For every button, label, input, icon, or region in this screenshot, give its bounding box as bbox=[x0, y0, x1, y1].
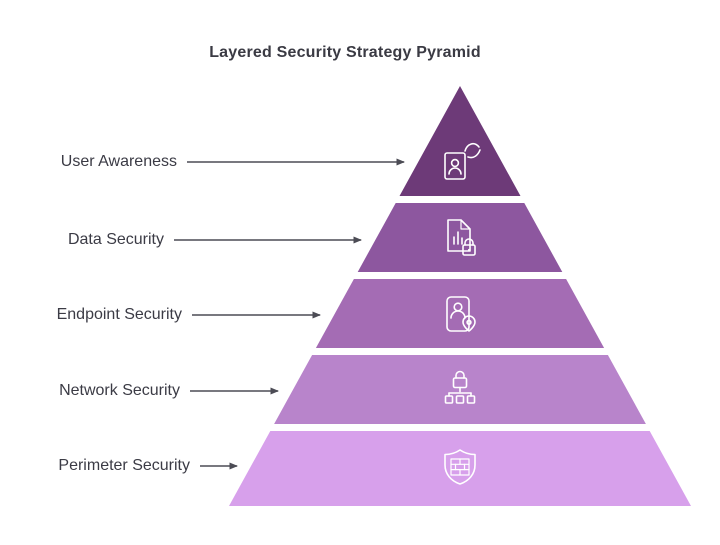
layer-label-data-security: Data Security bbox=[67, 231, 164, 248]
shield-brick-wall-icon bbox=[444, 449, 476, 485]
layer-label-endpoint-security: Endpoint Security bbox=[56, 306, 182, 323]
mobile-user-location-icon bbox=[446, 296, 476, 332]
pyramid-layer-endpoint-security bbox=[315, 279, 605, 348]
hand-picking-id-card-icon bbox=[444, 142, 481, 180]
diagram-title: Layered Security Strategy Pyramid bbox=[209, 44, 481, 61]
document-chart-lock-icon bbox=[447, 219, 476, 256]
pyramid-layer-data-security bbox=[357, 203, 563, 272]
layer-label-user-awareness: User Awareness bbox=[60, 153, 177, 170]
pyramid-layer-user-awareness bbox=[399, 86, 521, 196]
pyramid-layer-perimeter-security bbox=[229, 431, 691, 506]
layer-label-perimeter-security: Perimeter Security bbox=[58, 457, 190, 474]
layer-label-network-security: Network Security bbox=[59, 382, 180, 399]
network-lock-icon bbox=[444, 370, 476, 404]
